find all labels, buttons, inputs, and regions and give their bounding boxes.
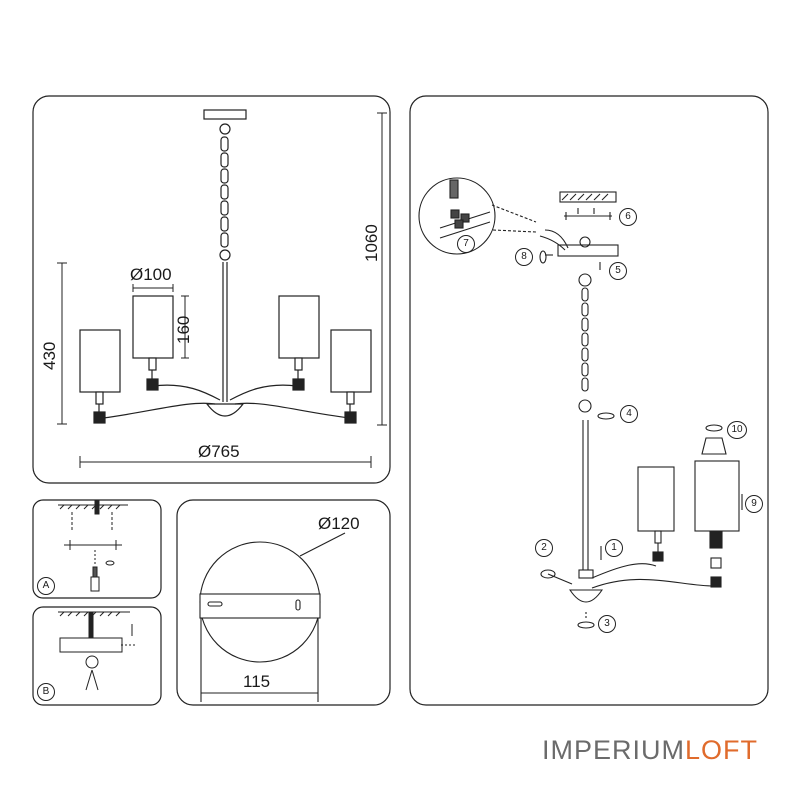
inset-b-panel (32, 606, 162, 706)
label-total-height: 1060 (362, 224, 381, 262)
step-3: 3 (598, 615, 616, 633)
brand-logo: IMPERIUMLOFT (542, 735, 758, 766)
label-span-diameter: Ø765 (198, 442, 240, 461)
step-10: 10 (727, 421, 747, 439)
label-shade-diameter: Ø100 (130, 265, 172, 284)
canopy-detail-drawing (199, 532, 346, 702)
step-9: 9 (745, 495, 763, 513)
label-shade-height: 160 (174, 315, 193, 344)
step-8: 8 (515, 248, 533, 266)
inset-b-label: B (37, 683, 55, 701)
label-arm-height: 430 (40, 341, 59, 370)
dimension-lines (57, 112, 387, 468)
assembly-panel (409, 95, 769, 706)
chandelier-drawing (79, 109, 372, 424)
chain (220, 136, 229, 248)
brand-part1: IMPERIUM (541, 735, 685, 765)
brand-part2: LOFT (684, 735, 758, 765)
step-2: 2 (535, 539, 553, 557)
step-6: 6 (619, 208, 637, 226)
step-7: 7 (457, 235, 475, 253)
label-canopy-width: 115 (243, 672, 271, 691)
main-dimension-panel (32, 95, 391, 484)
label-canopy-diameter: Ø120 (318, 514, 360, 533)
assembly-drawing (418, 177, 743, 629)
inset-a-drawing (58, 499, 128, 592)
canopy-detail-panel (176, 499, 391, 706)
step-5: 5 (609, 262, 627, 280)
inset-b-drawing (58, 611, 136, 691)
inset-a-label: A (37, 577, 55, 595)
step-1: 1 (605, 539, 623, 557)
step-4: 4 (620, 405, 638, 423)
